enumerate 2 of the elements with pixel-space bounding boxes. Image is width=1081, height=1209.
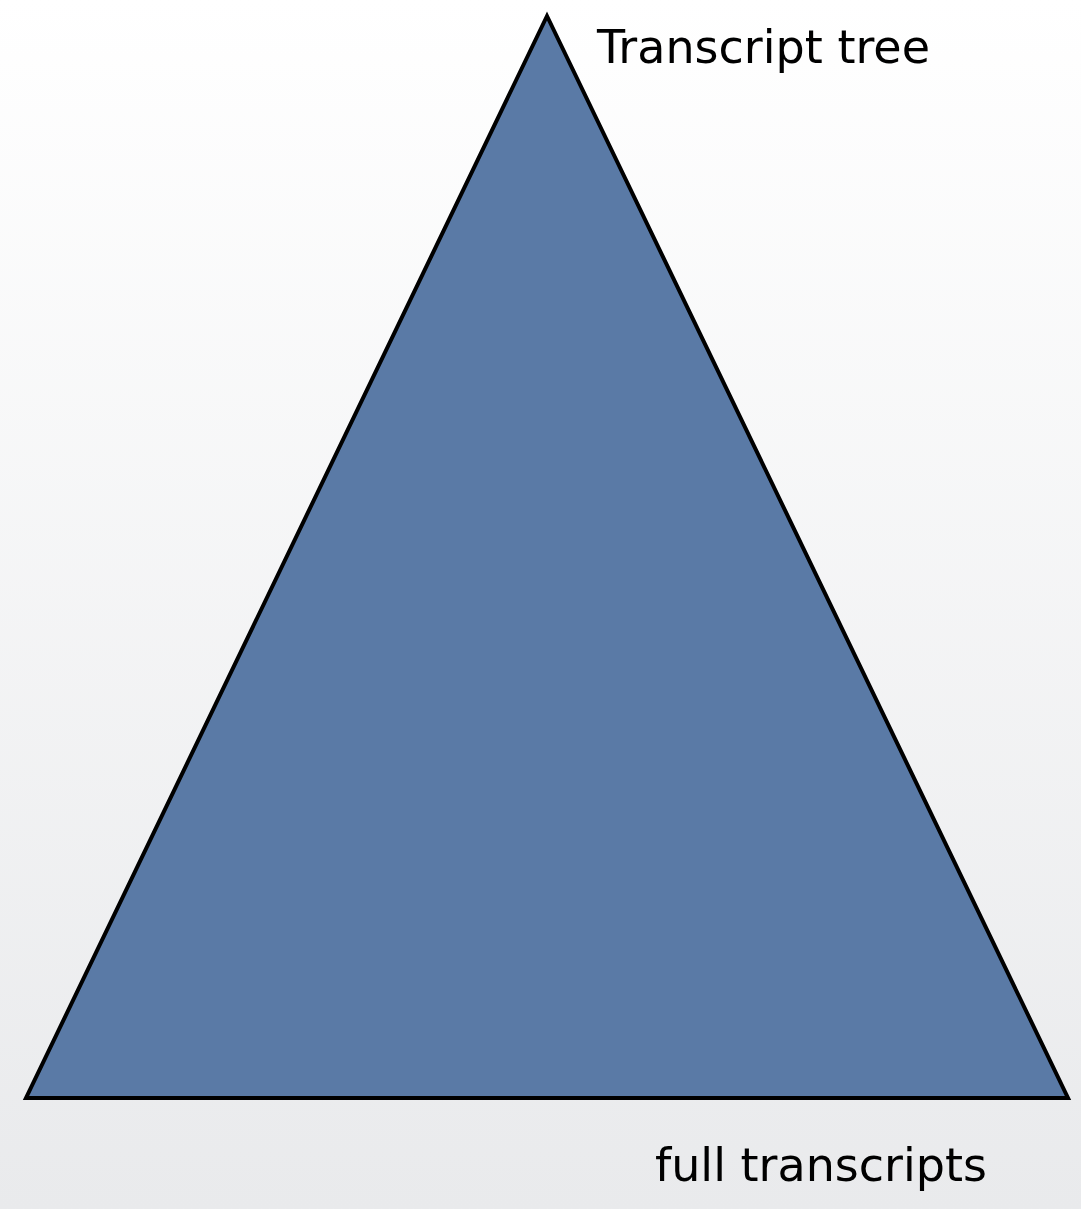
tree-base-caption: full transcripts xyxy=(655,1138,987,1192)
tree-title: Transcript tree xyxy=(597,20,930,74)
